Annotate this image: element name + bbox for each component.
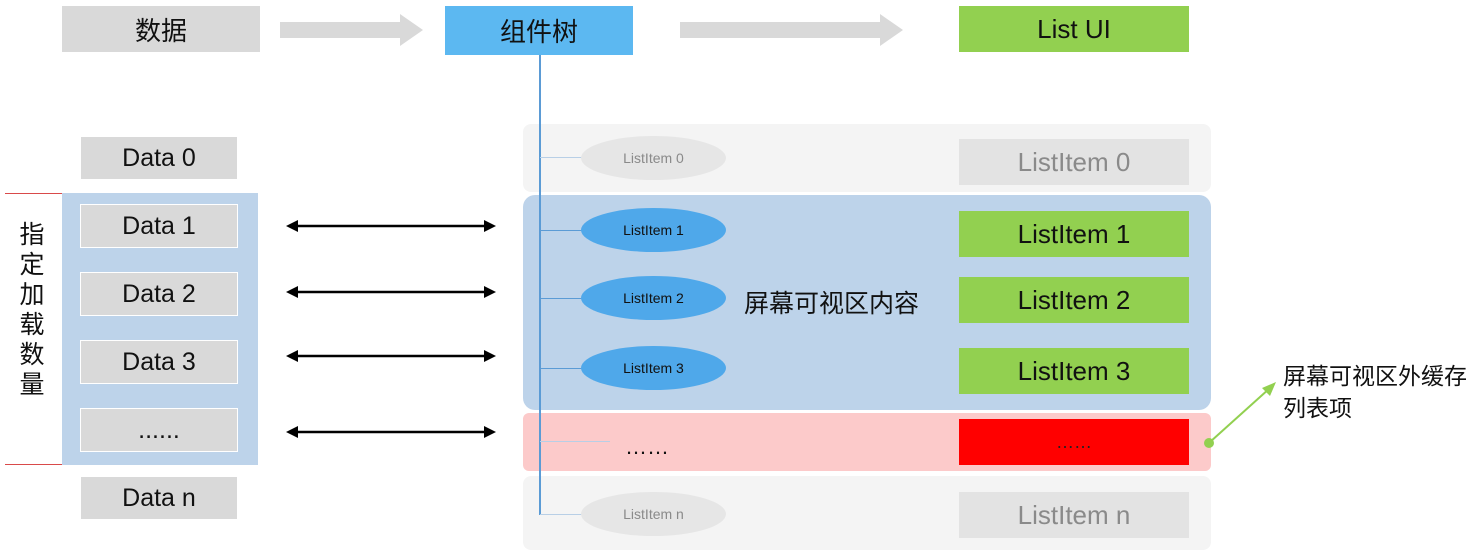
ui-item-1: ListItem 1 bbox=[959, 211, 1189, 257]
data-item-n: Data n bbox=[80, 476, 238, 520]
tree-trunk bbox=[539, 55, 541, 515]
tree-node-3: ListItem 3 bbox=[581, 346, 726, 390]
load-count-label: 指定加载数量 bbox=[19, 221, 45, 399]
header-arrow-1 bbox=[280, 14, 423, 46]
ui-item-0: ListItem 0 bbox=[959, 139, 1189, 185]
visible-area-label: 屏幕可视区内容 bbox=[744, 290, 920, 318]
tree-branch-cache bbox=[540, 441, 610, 442]
tree-branch-3 bbox=[540, 368, 582, 369]
data-item-0: Data 0 bbox=[80, 136, 238, 180]
data-item-2: Data 2 bbox=[80, 272, 238, 316]
tree-node-cache: …… bbox=[625, 434, 669, 459]
range-line-top bbox=[5, 193, 62, 194]
tree-node-n: ListItem n bbox=[581, 492, 726, 536]
range-line-bottom bbox=[5, 464, 62, 465]
tree-node-0: ListItem 0 bbox=[581, 136, 726, 180]
ui-item-n: ListItem n bbox=[959, 492, 1189, 538]
ui-item-3: ListItem 3 bbox=[959, 348, 1189, 394]
bidirectional-arrows bbox=[286, 220, 496, 438]
tree-branch-n bbox=[540, 514, 582, 515]
header-arrow-2 bbox=[680, 14, 903, 46]
data-item-4: ...... bbox=[80, 408, 238, 452]
tree-branch-1 bbox=[540, 230, 582, 231]
header-component-tree: 组件树 bbox=[445, 6, 633, 55]
tree-node-2: ListItem 2 bbox=[581, 276, 726, 320]
data-item-1: Data 1 bbox=[80, 204, 238, 248]
cache-callout-pointer bbox=[1204, 382, 1276, 448]
data-item-3: Data 3 bbox=[80, 340, 238, 384]
header-data: 数据 bbox=[62, 6, 260, 52]
ui-item-2: ListItem 2 bbox=[959, 277, 1189, 323]
tree-branch-2 bbox=[540, 298, 582, 299]
tree-node-1: ListItem 1 bbox=[581, 208, 726, 252]
header-list-ui: List UI bbox=[959, 6, 1189, 52]
ui-item-cache: …… bbox=[959, 419, 1189, 465]
tree-branch-0 bbox=[540, 157, 582, 158]
cache-note: 屏幕可视区外缓存列表项 bbox=[1283, 363, 1467, 421]
